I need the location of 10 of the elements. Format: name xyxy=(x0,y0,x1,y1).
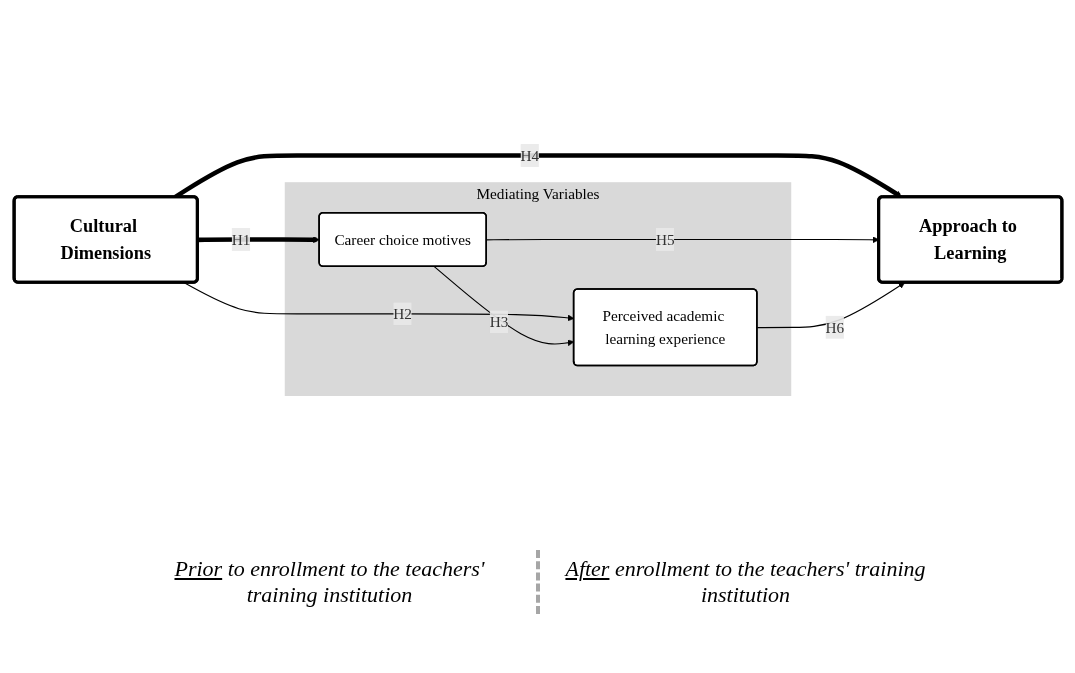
edge-label: H6 xyxy=(825,318,844,336)
edge-label: H2 xyxy=(392,305,412,323)
edge-label: H4 xyxy=(520,147,539,164)
edge-label: H5 xyxy=(655,231,675,248)
arrow xyxy=(433,266,574,347)
period-note: Prior to enrollment to the teachers' training institution xyxy=(173,555,486,609)
arrow xyxy=(756,282,905,329)
period-note: After enrollment to the teachers' training institution xyxy=(563,555,927,609)
edge-label: H1 xyxy=(231,231,250,248)
edge-label: H3 xyxy=(489,313,508,331)
